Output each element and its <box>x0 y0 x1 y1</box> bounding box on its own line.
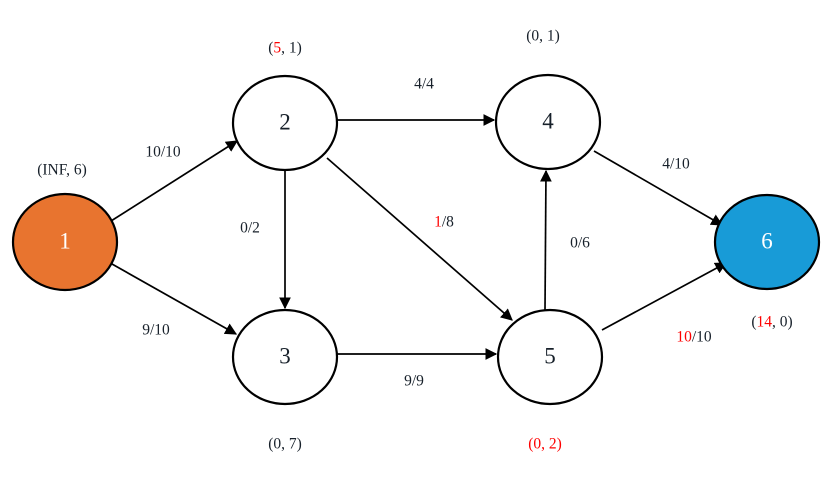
edge-label-2-5: 1/8 <box>434 214 454 230</box>
label-fragment: 9/10 <box>142 321 170 339</box>
node-6-circle[interactable] <box>713 193 821 291</box>
node-6-annotation: (14, 0) <box>751 314 792 330</box>
node-4-label: 4 <box>542 108 554 133</box>
edge-1-to-3 <box>111 263 238 335</box>
label-fragment: 5 <box>273 39 282 57</box>
node-layer: 1 2 3 4 5 6 <box>11 73 821 406</box>
label-fragment: , 1) <box>281 39 302 57</box>
edge-label-2-3: 0/2 <box>240 220 260 236</box>
label-fragment: (0, 1) <box>526 27 560 45</box>
node-4-annotation: (0, 1) <box>526 28 560 44</box>
node-3-label: 3 <box>279 343 291 368</box>
node-6-label: 6 <box>761 228 773 253</box>
node-3-circle[interactable] <box>231 308 339 406</box>
node-4-circle[interactable] <box>494 73 602 171</box>
node-3-annotation: (0, 7) <box>268 436 302 452</box>
label-fragment: (0, 2) <box>528 435 562 453</box>
label-fragment: 4/4 <box>414 75 434 93</box>
label-fragment: 10/10 <box>145 143 181 161</box>
label-fragment: 0/2 <box>240 219 260 237</box>
edge-layer <box>110 114 728 360</box>
edge-label-2-4: 4/4 <box>414 76 434 92</box>
node-2-circle[interactable] <box>231 74 339 172</box>
node-2-annotation: (5, 1) <box>268 40 302 56</box>
label-fragment: ( <box>268 39 274 57</box>
node-5-label: 5 <box>544 343 556 368</box>
edge-label-5-6: 10/10 <box>676 329 711 345</box>
node-5-circle[interactable] <box>496 308 604 406</box>
label-fragment: 1 <box>434 213 442 231</box>
edge-4-to-6 <box>593 150 724 226</box>
label-fragment: 9/9 <box>404 372 424 390</box>
label-fragment: /10 <box>691 328 712 346</box>
edge-5-to-6 <box>601 262 728 331</box>
node-5-annotation: (0, 2) <box>528 436 562 452</box>
label-fragment: (INF, 6) <box>37 161 87 179</box>
label-fragment: 0/6 <box>570 234 590 252</box>
label-fragment: 14 <box>756 313 773 331</box>
edge-label-1-2: 10/10 <box>145 144 180 160</box>
edge-label-3-5: 9/9 <box>404 373 424 389</box>
label-fragment: (0, 7) <box>268 435 302 453</box>
label-fragment: 4/10 <box>662 155 690 173</box>
label-fragment: , 0) <box>772 313 793 331</box>
edge-2-to-5 <box>326 157 513 321</box>
node-1-annotation: (INF, 6) <box>37 162 87 178</box>
node-1-label: 1 <box>59 228 71 253</box>
label-fragment: ( <box>751 313 757 331</box>
edge-5-to-4 <box>539 169 552 311</box>
label-fragment: 10 <box>676 328 692 346</box>
edge-label-1-3: 9/10 <box>142 322 170 338</box>
label-fragment: /8 <box>441 213 454 231</box>
node-1-circle[interactable] <box>11 192 119 292</box>
edge-label-5-4: 0/6 <box>570 235 590 251</box>
node-2-label: 2 <box>279 109 291 134</box>
edge-label-4-6: 4/10 <box>662 156 690 172</box>
edge-1-to-2 <box>110 140 239 222</box>
